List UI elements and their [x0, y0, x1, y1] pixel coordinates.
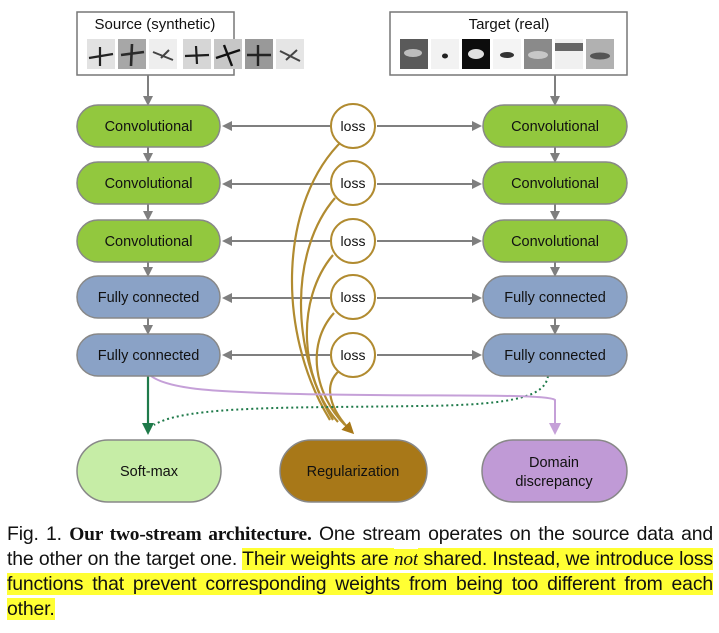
source-layer-4: Fully connected — [76, 275, 221, 319]
target-title: Target (real) — [469, 16, 550, 33]
loss-to-regularization-curves — [290, 139, 355, 435]
caption-bold-title: Our two-stream architecture. — [69, 524, 312, 545]
source-layer-3-label: Convolutional — [105, 234, 193, 250]
source-input-box: Source (synthetic) — [76, 11, 304, 76]
source-image-strip — [87, 39, 304, 69]
target-layer-4-label: Fully connected — [504, 290, 606, 306]
domain-label-line2: discrepancy — [515, 474, 593, 490]
domain-discrepancy-node: Domain discrepancy — [481, 439, 628, 503]
source-title: Source (synthetic) — [95, 16, 216, 33]
regularization-node: Regularization — [279, 439, 428, 503]
source-layer-2-label: Convolutional — [105, 176, 193, 192]
softmax-node: Soft-max — [76, 439, 222, 503]
caption-highlight-1: Their weights are — [242, 548, 389, 570]
loss-label-1: loss — [341, 118, 366, 134]
source-layer-5-label: Fully connected — [98, 348, 200, 364]
architecture-diagram: Source (synthetic) Target (real) — [76, 11, 628, 503]
source-layer-1: Convolutional — [76, 104, 221, 148]
loss-circles: loss loss loss loss loss — [330, 103, 376, 378]
target-layer-5-label: Fully connected — [504, 348, 606, 364]
source-layer-4-label: Fully connected — [98, 290, 200, 306]
loss-label-4: loss — [341, 289, 366, 305]
figure-caption: Fig. 1. Our two-stream architecture. One… — [7, 522, 713, 622]
weight-coupling-arrows — [222, 121, 482, 360]
loss-circle-5: loss — [330, 332, 376, 378]
regularization-label: Regularization — [307, 464, 400, 480]
target-layer-5: Fully connected — [482, 333, 628, 377]
caption-highlight-not: not — [393, 549, 419, 570]
loss-circle-2: loss — [330, 160, 376, 206]
target-image-strip — [400, 39, 614, 69]
loss-circle-1: loss — [330, 103, 376, 149]
loss-label-2: loss — [341, 175, 366, 191]
target-layer-1: Convolutional — [482, 104, 628, 148]
softmax-label: Soft-max — [120, 464, 179, 480]
domain-label-line1: Domain — [529, 455, 579, 471]
loss-circle-4: loss — [330, 274, 376, 320]
output-connections — [142, 375, 561, 435]
loss-label-5: loss — [341, 347, 366, 363]
target-layer-1-label: Convolutional — [511, 119, 599, 135]
source-layer-3: Convolutional — [76, 219, 221, 263]
caption-text-1: One stream operates on the source data a… — [7, 523, 713, 570]
source-layer-2: Convolutional — [76, 161, 221, 205]
loss-circle-3: loss — [330, 218, 376, 264]
source-layer-1-label: Convolutional — [105, 119, 193, 135]
target-layer-2-label: Convolutional — [511, 176, 599, 192]
target-layer-2: Convolutional — [482, 161, 628, 205]
target-input-box: Target (real) — [389, 11, 628, 76]
loss-label-3: loss — [341, 233, 366, 249]
source-layer-5: Fully connected — [76, 333, 221, 377]
target-layer-3: Convolutional — [482, 219, 628, 263]
target-layer-4: Fully connected — [482, 275, 628, 319]
target-layer-3-label: Convolutional — [511, 234, 599, 250]
caption-fig-number: Fig. 1. — [7, 523, 62, 545]
